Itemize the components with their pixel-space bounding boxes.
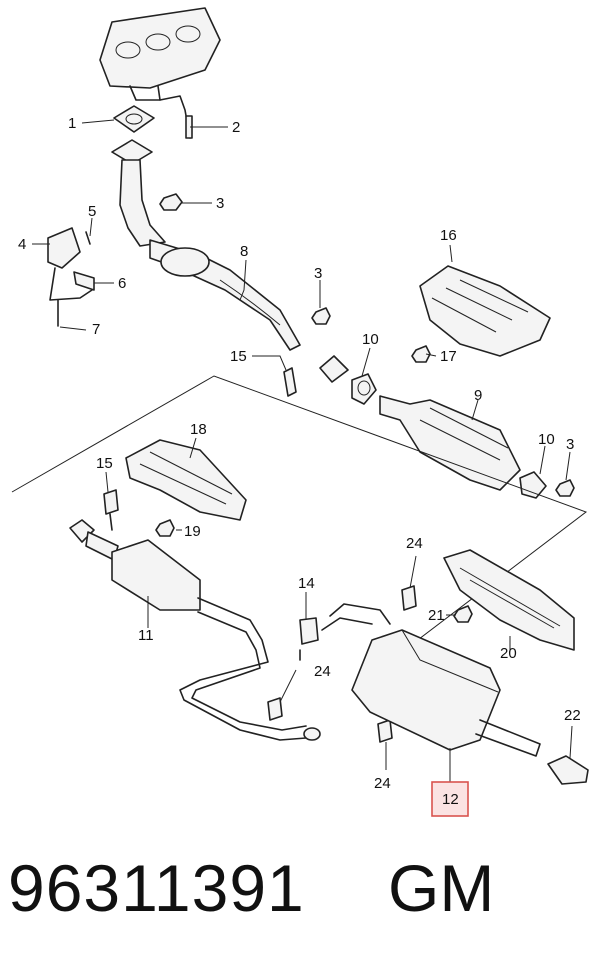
callout-17: 17	[440, 348, 457, 365]
rubber-hanger	[103, 489, 119, 531]
callout-21: 21	[428, 607, 445, 624]
callout-3c: 3	[566, 436, 574, 453]
callout-15b: 15	[96, 455, 113, 472]
callout-9: 9	[474, 387, 482, 404]
front-pipe	[111, 139, 301, 351]
callout-20: 20	[500, 645, 517, 662]
callout-24b: 24	[314, 663, 331, 680]
callout-5: 5	[88, 203, 96, 220]
rear-section-frame	[11, 375, 588, 691]
leader-lines	[32, 119, 573, 782]
callout-1: 1	[68, 115, 76, 132]
flange-gasket	[283, 355, 377, 405]
callout-8: 8	[240, 243, 248, 260]
callout-3: 3	[216, 195, 224, 212]
rubber-hanger	[267, 697, 283, 721]
brand-name: GM	[388, 851, 495, 925]
heat-shield-catalyst	[411, 265, 551, 363]
callout-14: 14	[298, 575, 315, 592]
heat-shield-front	[125, 439, 247, 537]
callout-3b: 3	[314, 265, 322, 282]
rubber-hanger	[377, 719, 393, 743]
callout-2: 2	[232, 119, 240, 136]
highlight-box	[431, 781, 469, 817]
callout-11: 11	[138, 627, 154, 644]
nut	[159, 193, 183, 211]
callout-22: 22	[564, 707, 581, 724]
nut	[311, 307, 331, 325]
callout-10b: 10	[538, 431, 555, 448]
footer: 96311391 GM	[0, 850, 600, 960]
callout-6: 6	[118, 275, 126, 292]
exhaust-system-diagram: 1 2 3 5 4 6 7 8 16 3 10 15 17 9 18 10 3 …	[11, 7, 589, 817]
callout-10: 10	[362, 331, 379, 348]
hanger-bracket	[47, 227, 95, 327]
part-number: 96311391	[8, 851, 305, 925]
heat-shield-rear	[443, 549, 575, 651]
callout-15: 15	[230, 348, 247, 365]
callout-18: 18	[190, 421, 207, 438]
callout-12: 12	[442, 791, 459, 808]
callout-labels: 1 2 3 5 4 6 7 8 16 3 10 15 17 9 18 10 3 …	[18, 115, 581, 808]
callout-16: 16	[440, 227, 457, 244]
rear-muffler	[321, 603, 589, 785]
manifold-gasket	[113, 105, 155, 133]
hanger-clamp	[299, 617, 319, 661]
catalytic-converter	[379, 395, 575, 499]
callout-7: 7	[92, 321, 100, 338]
rubber-hanger	[401, 585, 417, 611]
center-pipe-resonator	[69, 519, 321, 741]
exhaust-manifold	[99, 7, 221, 101]
callout-19: 19	[184, 523, 201, 540]
nut	[453, 605, 473, 623]
stud-bolt	[159, 95, 193, 139]
callout-24: 24	[406, 535, 423, 552]
callout-24c: 24	[374, 775, 391, 792]
callout-4: 4	[18, 236, 26, 253]
